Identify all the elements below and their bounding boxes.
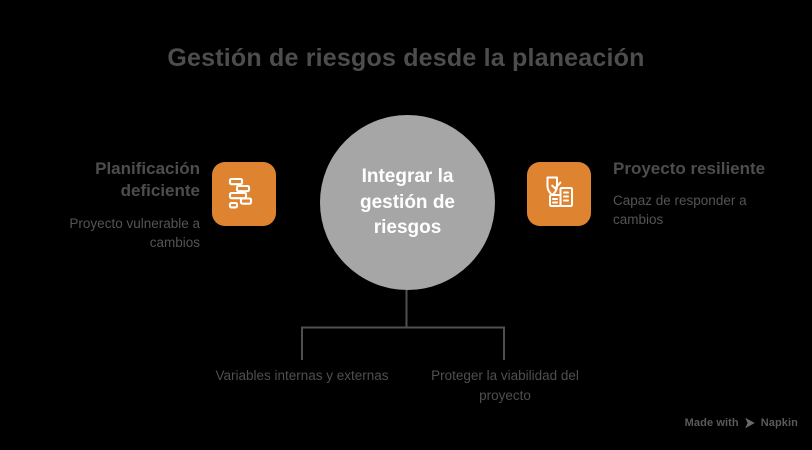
- right-branch-subtitle: Capaz de responder a cambios: [613, 193, 747, 228]
- watermark-brand-label: Napkin: [760, 417, 798, 429]
- gantt-chart-icon-tile[interactable]: [212, 162, 276, 226]
- napkin-watermark[interactable]: Made with Napkin: [685, 417, 798, 429]
- right-branch-heading: Proyecto resiliente: [613, 159, 766, 178]
- napkin-play-icon: [744, 417, 756, 429]
- watermark-made-with-label: Made with: [684, 417, 739, 429]
- page-title: Gestión de riesgos desde la planeación: [167, 44, 645, 72]
- left-branch-subtitle: Proyecto vulnerable a cambios: [69, 215, 200, 250]
- sub-branch-label-2: Proteger la viabilidad del proyecto: [431, 368, 579, 403]
- shield-check-building-icon: [538, 171, 580, 218]
- gantt-chart-icon: [224, 172, 264, 217]
- center-node-label: Integrar la gestión de riesgos: [359, 166, 455, 239]
- center-node[interactable]: Integrar la gestión de riesgos: [320, 115, 495, 290]
- shield-check-building-icon-tile[interactable]: [527, 162, 591, 226]
- sub-branch-label-1: Variables internas y externas: [215, 368, 389, 383]
- right-branch-text: Proyecto resiliente Capaz de responder a…: [613, 158, 795, 230]
- left-branch-text: Planificación deficiente Proyecto vulner…: [18, 158, 200, 253]
- left-branch-heading: Planificación deficiente: [95, 159, 200, 201]
